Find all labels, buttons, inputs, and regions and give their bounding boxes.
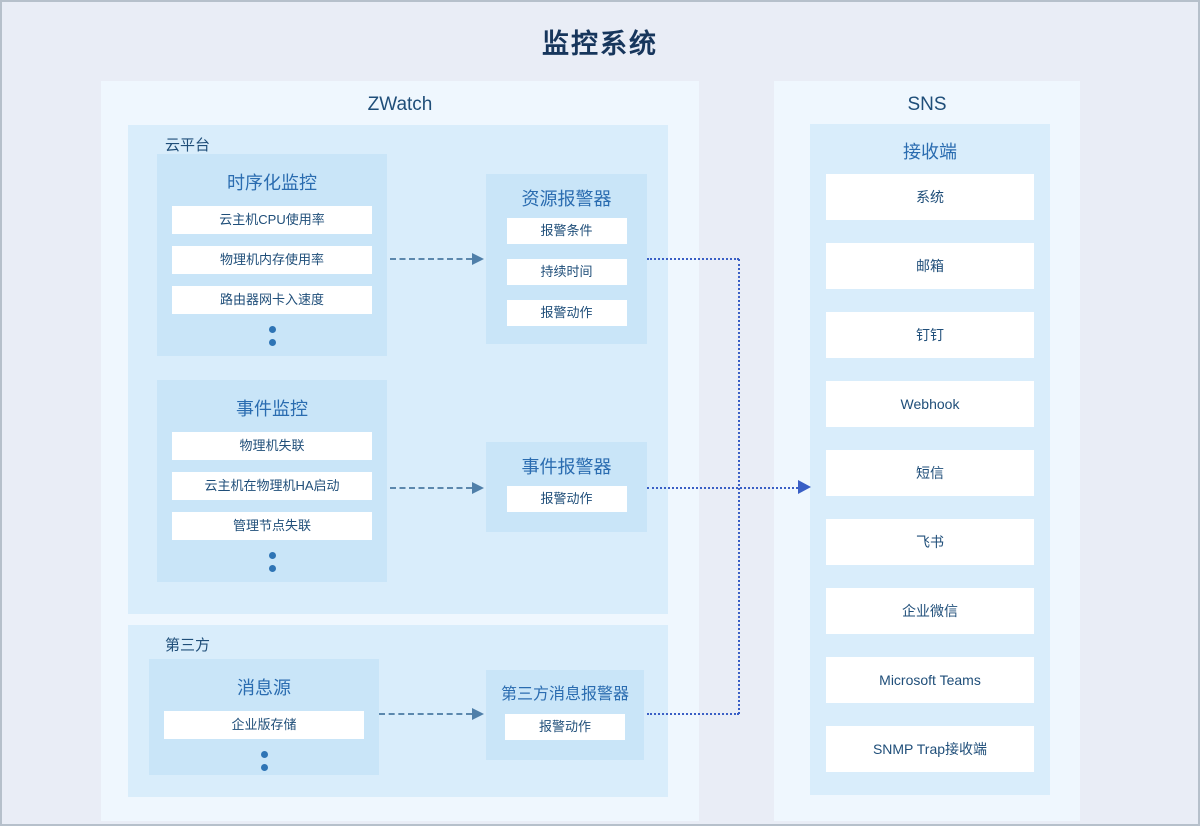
event-monitor-box: 事件监控 物理机失联 云主机在物理机HA启动 管理节点失联 [157, 380, 387, 582]
connector-event-alarm-out [647, 487, 798, 489]
dot-icon [260, 751, 268, 758]
timeseries-item: 路由器网卡入速度 [172, 286, 372, 314]
event-item: 物理机失联 [172, 432, 372, 460]
third-party-label: 第三方 [165, 637, 211, 654]
dot-icon [260, 764, 268, 771]
cloud-platform-label: 云平台 [165, 137, 211, 154]
third-party-message-alarm-box: 第三方消息报警器 报警动作 [486, 670, 644, 760]
third-party-message-alarm-title: 第三方消息报警器 [500, 686, 629, 703]
receiver-item: 短信 [826, 450, 1034, 496]
resource-alarm-box: 资源报警器 报警条件 持续时间 报警动作 [486, 174, 647, 344]
receiver-item: Webhook [826, 381, 1034, 427]
sns-panel: SNS 接收端 系统 邮箱 钉钉 Webhook 短信 飞书 企业微信 Micr… [774, 81, 1080, 821]
event-item: 管理节点失联 [172, 512, 372, 540]
dot-icon [268, 565, 276, 572]
connector-third-party-alarm-out [647, 713, 739, 715]
arrow-timeseries-to-resource-alarm [390, 258, 472, 260]
receiver-box: 接收端 系统 邮箱 钉钉 Webhook 短信 飞书 企业微信 Microsof… [810, 124, 1050, 795]
arrow-source-to-third-party-alarm [379, 713, 472, 715]
more-items-dots-icon [157, 552, 387, 572]
message-source-item: 企业版存储 [164, 711, 364, 739]
dot-icon [268, 552, 276, 559]
third-party-message-alarm-item: 报警动作 [505, 714, 625, 740]
event-item: 云主机在物理机HA启动 [172, 472, 372, 500]
event-alarm-box: 事件报警器 报警动作 [486, 442, 647, 532]
timeseries-monitor-box: 时序化监控 云主机CPU使用率 物理机内存使用率 路由器网卡入速度 [157, 154, 387, 356]
receiver-item: SNMP Trap接收端 [826, 726, 1034, 772]
message-source-box: 消息源 企业版存储 [149, 659, 379, 775]
zwatch-panel-title: ZWatch [367, 94, 433, 115]
page-title: 监控系统 [542, 29, 658, 59]
resource-alarm-item: 报警动作 [506, 300, 627, 326]
receiver-item: 飞书 [826, 519, 1034, 565]
event-alarm-title: 事件报警器 [521, 457, 612, 477]
sns-panel-title: SNS [907, 94, 947, 115]
connector-resource-alarm-out [647, 258, 739, 260]
resource-alarm-item: 持续时间 [506, 259, 627, 285]
dot-icon [268, 339, 276, 346]
message-source-title: 消息源 [237, 678, 291, 698]
receiver-item: Microsoft Teams [826, 657, 1034, 703]
arrowhead-to-sns-icon [798, 480, 811, 494]
arrowhead-icon [472, 482, 484, 494]
resource-alarm-title: 资源报警器 [521, 189, 612, 209]
receiver-item: 钉钉 [826, 312, 1034, 358]
timeseries-monitor-title: 时序化监控 [227, 173, 317, 193]
arrowhead-icon [472, 253, 484, 265]
event-alarm-item: 报警动作 [506, 486, 627, 512]
receiver-item: 系统 [826, 174, 1034, 220]
timeseries-item: 云主机CPU使用率 [172, 206, 372, 234]
receiver-item: 邮箱 [826, 243, 1034, 289]
resource-alarm-item: 报警条件 [506, 218, 627, 244]
event-monitor-title: 事件监控 [236, 399, 308, 419]
receiver-title: 接收端 [903, 142, 957, 162]
more-items-dots-icon [157, 326, 387, 346]
arrow-events-to-event-alarm [390, 487, 472, 489]
dot-icon [268, 326, 276, 333]
zwatch-panel: ZWatch 云平台 时序化监控 云主机CPU使用率 物理机内存使用率 路由器网… [101, 81, 699, 821]
arrowhead-icon [472, 708, 484, 720]
connector-vertical-bus [738, 259, 740, 714]
receiver-item: 企业微信 [826, 588, 1034, 634]
timeseries-item: 物理机内存使用率 [172, 246, 372, 274]
more-items-dots-icon [149, 751, 379, 771]
